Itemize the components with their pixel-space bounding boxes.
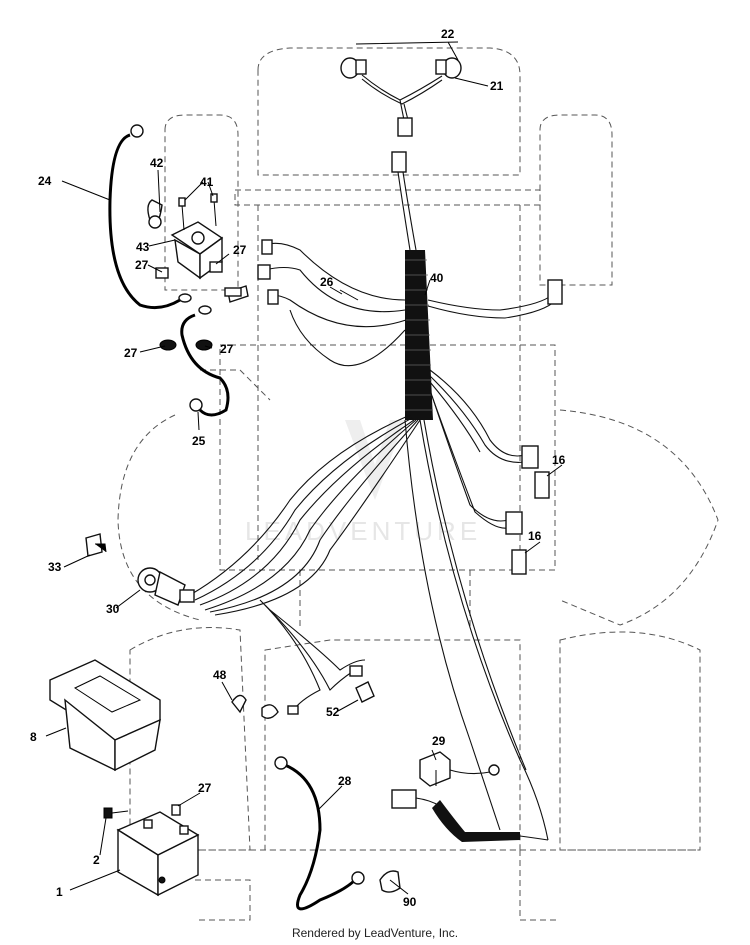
callout-52: 52 xyxy=(326,705,340,719)
callout-27-d: 27 xyxy=(220,342,234,356)
callout-1: 1 xyxy=(56,885,63,899)
callout-8: 8 xyxy=(30,730,37,744)
terminals xyxy=(231,681,375,719)
callout-40: 40 xyxy=(430,271,444,285)
callout-27-b: 27 xyxy=(135,258,149,272)
callout-28: 28 xyxy=(338,774,352,788)
callout-26: 26 xyxy=(320,275,334,289)
callout-33: 33 xyxy=(48,560,62,574)
solenoid-assembly xyxy=(108,124,242,417)
main-loom xyxy=(405,250,433,420)
callout-24: 24 xyxy=(38,174,52,188)
seat-switch xyxy=(419,751,500,787)
callout-25: 25 xyxy=(192,434,206,448)
callout-27-a: 27 xyxy=(233,243,247,257)
ignition-switch xyxy=(137,567,195,606)
ignition-key xyxy=(85,533,107,557)
coil-loom xyxy=(391,789,549,842)
callout-48: 48 xyxy=(213,668,227,682)
battery-bolts xyxy=(103,804,181,819)
callout-43: 43 xyxy=(136,240,150,254)
watermark: LEADVENTURE xyxy=(245,420,481,546)
negative-cable xyxy=(274,756,401,911)
lower-harness xyxy=(259,419,549,841)
callout-2: 2 xyxy=(93,853,100,867)
callout-30: 30 xyxy=(106,602,120,616)
footer-credit: Rendered by LeadVenture, Inc. xyxy=(291,926,459,940)
callout-22: 22 xyxy=(441,27,455,41)
battery-box xyxy=(49,659,161,772)
callout-41: 41 xyxy=(200,175,214,189)
callout-21: 21 xyxy=(490,79,504,93)
callout-27-c: 27 xyxy=(124,346,138,360)
callout-16-a: 16 xyxy=(552,453,566,467)
tractor-outline xyxy=(117,47,719,921)
left-harness xyxy=(189,239,421,616)
callout-29: 29 xyxy=(432,734,446,748)
callouts: 24 42 41 43 27 27 27 27 25 22 21 40 26 1… xyxy=(30,27,566,909)
headlight-harness xyxy=(340,57,462,251)
battery xyxy=(116,811,200,897)
watermark-text: LEADVENTURE xyxy=(245,516,481,546)
leader-lines xyxy=(45,41,563,895)
callout-27-e: 27 xyxy=(198,781,212,795)
callout-90: 90 xyxy=(403,895,417,909)
right-harness xyxy=(427,279,563,575)
callout-42: 42 xyxy=(150,156,164,170)
callout-16-b: 16 xyxy=(528,529,542,543)
